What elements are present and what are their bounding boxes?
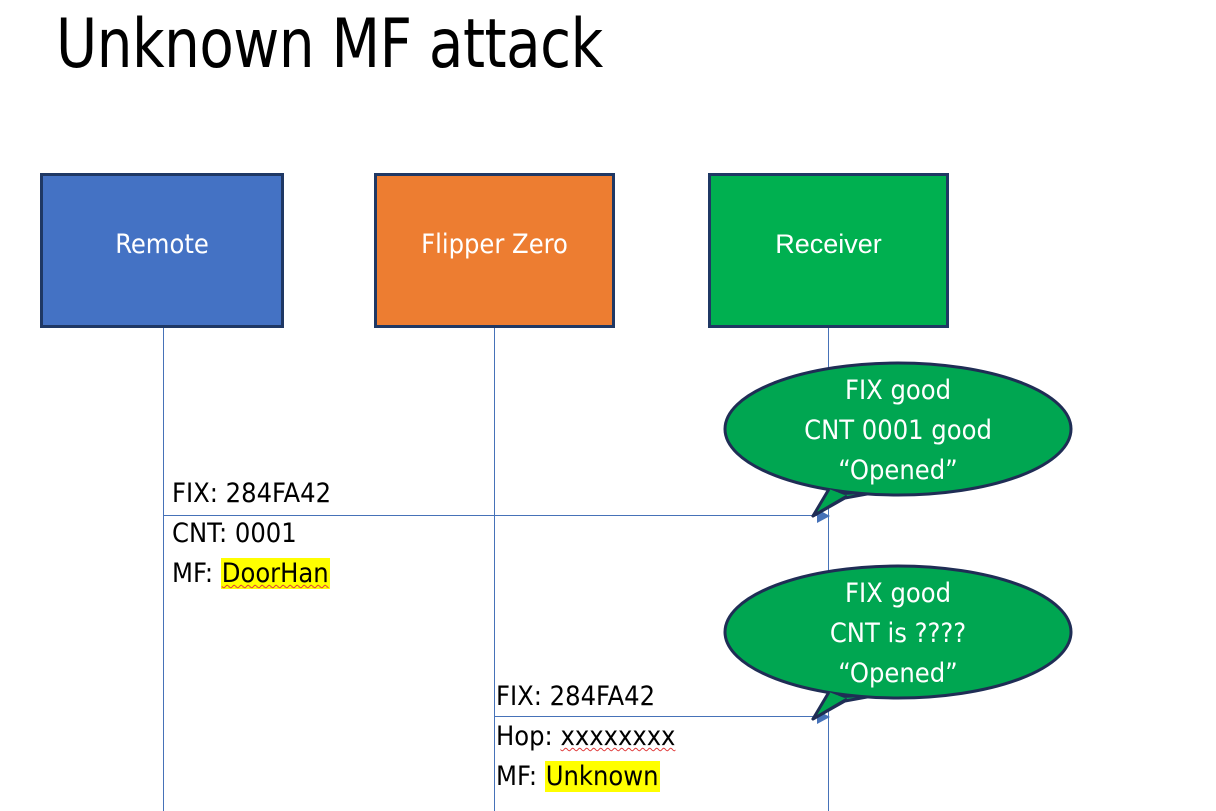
arrow-shaft <box>494 716 829 717</box>
callout-text-good: FIX good CNT 0001 good “Opened” <box>723 361 1073 491</box>
message-line-value: 0001 <box>234 518 297 549</box>
callout-line: CNT is ???? <box>829 618 967 649</box>
message-line-value-highlighted: DoorHan <box>220 558 330 589</box>
actor-label-flipper: Flipper Zero <box>421 229 568 260</box>
lifeline-flipper <box>494 327 495 811</box>
message-line: MF: Unknown <box>496 757 675 797</box>
callout-receiver-response-unknown: FIX good CNT is ???? “Opened” <box>723 564 1075 724</box>
message-label-remote-to-receiver: FIX: 284FA42 CNT: 0001 MF: DoorHan <box>172 474 331 594</box>
callout-line: “Opened” <box>838 658 958 689</box>
arrow-shaft <box>163 515 829 516</box>
message-line-value-highlighted: Unknown <box>544 761 660 792</box>
lifeline-receiver <box>828 327 829 811</box>
actor-box-flipper[interactable]: Flipper Zero <box>374 173 615 328</box>
message-line-prefix: MF: <box>172 558 221 589</box>
callout-bubble-shape <box>723 564 1073 721</box>
message-line: CNT: 0001 <box>172 514 331 554</box>
message-line: FIX: 284FA42 <box>496 677 675 717</box>
message-label-flipper-to-receiver: FIX: 284FA42 Hop: xxxxxxxx MF: Unknown <box>496 677 675 797</box>
actor-label-remote: Remote <box>115 229 209 260</box>
actor-box-receiver[interactable]: Receiver <box>708 173 949 328</box>
callout-line: FIX good <box>844 375 952 406</box>
page-title: Unknown MF attack <box>56 5 603 84</box>
callout-line: FIX good <box>844 578 952 609</box>
callout-line: “Opened” <box>838 455 958 486</box>
message-line-prefix: Hop: <box>496 721 561 752</box>
message-line: Hop: xxxxxxxx <box>496 717 675 757</box>
message-line-value-misspelled: xxxxxxxx <box>560 721 676 752</box>
message-line-prefix: FIX: <box>496 681 550 712</box>
message-line-prefix: CNT: <box>172 518 235 549</box>
message-line-value: 284FA42 <box>549 681 656 712</box>
message-line: MF: DoorHan <box>172 554 331 594</box>
callout-receiver-response-good: FIX good CNT 0001 good “Opened” <box>723 361 1075 521</box>
lifeline-remote <box>163 327 164 811</box>
message-line-prefix: MF: <box>496 761 545 792</box>
callout-text-unknown: FIX good CNT is ???? “Opened” <box>723 564 1073 694</box>
message-line-value: 284FA42 <box>225 478 332 509</box>
callout-line: CNT 0001 good <box>804 415 992 446</box>
actor-box-remote[interactable]: Remote <box>40 173 284 328</box>
callout-bubble-shape <box>723 361 1073 518</box>
actor-label-receiver: Receiver <box>775 229 882 259</box>
message-line-prefix: FIX: <box>172 478 226 509</box>
message-line: FIX: 284FA42 <box>172 474 331 514</box>
